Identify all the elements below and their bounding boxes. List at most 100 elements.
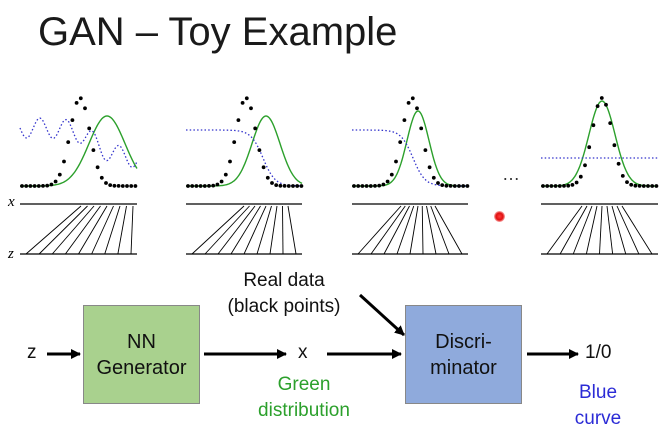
real-data-point [41,184,45,188]
mapping-line [130,205,134,255]
real-data-point [436,181,440,185]
real-data-point [427,165,432,170]
real-data-point [545,184,550,188]
real-data-point [129,184,134,188]
mapping-line [38,205,88,255]
mapping-line [426,205,437,255]
mapping-line [434,205,463,255]
mapping-line [421,205,424,255]
real-data-point [120,184,125,188]
real-data-point [398,140,403,145]
real-data-line1: Real data [243,270,325,291]
discriminator-curve-1 [19,117,138,168]
mapping-line [409,205,419,255]
real-data-point [232,140,237,145]
real-data-point [223,172,228,177]
real-data-point [410,96,415,101]
discriminator-output: 1/0 [585,342,612,363]
real-data-point [70,118,75,122]
real-data-point [650,184,655,188]
real-data-point [32,184,37,188]
discriminator-curve-3 [352,129,468,187]
mapping-line [287,205,297,255]
real-data-point [587,145,592,150]
real-data-point [211,183,216,188]
real-data-point [286,184,291,188]
real-data-point [566,183,571,188]
real-data-point [215,182,220,187]
mapping-line [396,205,415,255]
mapping-line [25,205,82,255]
mapping-line [51,205,95,255]
real-data-point [641,184,646,188]
real-data-point [541,184,545,188]
x-axis-label: x [7,194,15,210]
real-data-point [36,184,41,188]
real-data-point [274,183,279,188]
mapping-line [117,205,127,255]
real-data-point [591,123,596,128]
real-data-point [186,184,190,188]
real-data-point [457,184,461,188]
mapping-line [217,205,256,255]
real-data-point [282,184,287,188]
real-data-point [620,174,625,178]
real-data-point [20,184,24,188]
mapping-line [606,205,614,255]
generator-caption: Green distribution [246,372,362,423]
mapping-line [621,205,653,255]
real-data-point [116,184,121,188]
real-data-point [381,182,386,187]
mapping-line [430,205,450,255]
real-data-point [423,148,428,153]
real-data-point [364,184,369,188]
mapping-line [256,205,272,255]
real-data-point [373,184,377,188]
real-data-point [78,96,83,101]
arrow-real-data-to-discriminator [358,293,406,337]
real-data-point [49,182,54,187]
real-data-point [207,184,211,188]
real-data-point [629,182,634,187]
mapping-line [104,205,121,255]
real-data-point [406,101,411,105]
generator-caption-line1: Green [277,374,331,395]
real-data-point [194,184,199,188]
real-data-point [654,184,659,188]
ellipsis: … [502,164,520,184]
real-data-point [389,172,394,177]
real-data-point [562,184,566,188]
real-data-point [402,118,407,122]
generator-line1: NN [127,330,156,353]
real-data-point [270,181,274,185]
real-data-point [368,184,373,188]
real-data-point [461,184,466,188]
mapping-line [204,205,250,255]
real-data-point [549,184,554,188]
real-data-point [295,184,300,188]
real-data-point [108,183,113,188]
mapping-line [616,205,640,255]
discriminator-caption-line2: curve [574,407,622,429]
real-data-point [95,165,100,170]
discriminator-caption-line1: Blue [578,382,618,403]
real-data-point [574,180,579,185]
real-data-point [604,102,608,107]
real-data-point [448,184,453,188]
mapping-line [65,205,101,255]
mapping-line [191,205,245,255]
real-data-point [66,140,71,145]
laser-pointer-dot [494,211,505,222]
real-data-point [87,126,92,131]
mapping-line [370,205,406,255]
real-data-point [244,96,249,101]
real-data-point [57,172,62,177]
real-data-point [190,184,195,188]
real-data-point [415,106,419,111]
mapping-line [230,205,261,255]
real-data-point [91,148,96,153]
real-data-point [394,159,398,164]
real-data-point [240,101,245,105]
real-data-point [104,181,108,185]
